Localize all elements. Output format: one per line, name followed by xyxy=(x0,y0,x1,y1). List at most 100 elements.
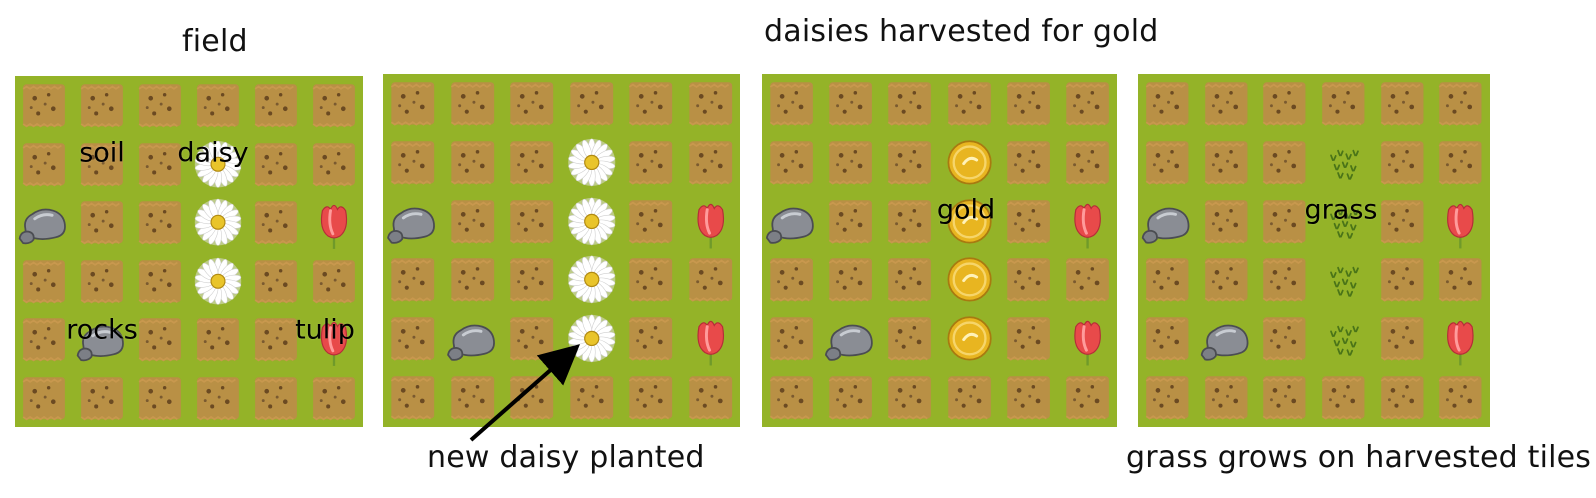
soil-tile xyxy=(762,133,821,192)
gold-coin-icon xyxy=(940,192,999,251)
soil-tile xyxy=(621,192,681,251)
soil-tile xyxy=(1431,368,1490,427)
soil-tile xyxy=(15,252,73,311)
soil-tile xyxy=(1197,250,1256,309)
tulip-icon xyxy=(681,192,741,251)
soil-tile xyxy=(502,368,562,427)
soil-tile xyxy=(1373,74,1432,133)
tulip-icon xyxy=(1431,192,1490,251)
soil-tile xyxy=(1058,250,1117,309)
soil-tile xyxy=(1138,368,1197,427)
soil-tile xyxy=(73,369,131,428)
soil-tile xyxy=(1197,74,1256,133)
soil-tile xyxy=(131,193,189,252)
new-daisy-panel xyxy=(383,74,740,427)
soil-tile xyxy=(1373,368,1432,427)
soil-tile xyxy=(1255,133,1314,192)
soil-tile xyxy=(1314,74,1373,133)
grass-panel xyxy=(1138,74,1490,427)
soil-tile xyxy=(443,250,503,309)
soil-tile xyxy=(1197,192,1256,251)
soil-tile xyxy=(247,369,305,428)
soil-tile xyxy=(15,369,73,428)
soil-tile xyxy=(880,192,939,251)
soil-tile xyxy=(621,133,681,192)
soil-tile xyxy=(15,135,73,194)
caption-grass-grows: grass grows on harvested tiles xyxy=(1126,440,1592,475)
soil-tile xyxy=(821,133,880,192)
soil-tile xyxy=(1138,250,1197,309)
soil-tile xyxy=(762,74,821,133)
soil-tile xyxy=(305,369,363,428)
rock-icon xyxy=(762,192,821,251)
soil-tile xyxy=(247,76,305,135)
grass-icon xyxy=(1314,192,1373,251)
soil-tile xyxy=(443,74,503,133)
soil-tile xyxy=(131,310,189,369)
soil-tile xyxy=(999,309,1058,368)
soil-tile xyxy=(189,369,247,428)
soil-tile xyxy=(502,250,562,309)
soil-tile xyxy=(999,133,1058,192)
soil-tile xyxy=(73,252,131,311)
soil-tile xyxy=(305,76,363,135)
tulip-icon xyxy=(1058,192,1117,251)
rock-icon xyxy=(821,309,880,368)
soil-tile xyxy=(999,192,1058,251)
soil-tile xyxy=(189,76,247,135)
tulip-icon xyxy=(305,193,363,252)
daisy-icon xyxy=(562,192,622,251)
rock-icon xyxy=(15,193,73,252)
soil-tile xyxy=(1431,133,1490,192)
soil-tile xyxy=(681,74,741,133)
tulip-icon xyxy=(681,309,741,368)
soil-tile xyxy=(247,193,305,252)
soil-tile xyxy=(999,74,1058,133)
soil-tile xyxy=(1314,368,1373,427)
soil-tile xyxy=(383,309,443,368)
soil-tile xyxy=(131,369,189,428)
soil-tile xyxy=(821,250,880,309)
soil-tile xyxy=(383,74,443,133)
daisy-icon xyxy=(189,252,247,311)
soil-tile xyxy=(502,133,562,192)
caption-new-daisy: new daisy planted xyxy=(427,440,705,475)
soil-tile xyxy=(383,368,443,427)
soil-tile xyxy=(621,250,681,309)
soil-tile xyxy=(562,368,622,427)
rock-icon xyxy=(443,309,503,368)
soil-tile xyxy=(681,133,741,192)
caption-daisies-harvested: daisies harvested for gold xyxy=(764,14,1159,49)
soil-tile xyxy=(73,76,131,135)
soil-tile xyxy=(1373,250,1432,309)
soil-tile xyxy=(1255,368,1314,427)
soil-tile xyxy=(621,74,681,133)
rock-icon xyxy=(383,192,443,251)
caption-field: field xyxy=(182,24,248,59)
soil-tile xyxy=(999,368,1058,427)
soil-tile xyxy=(1255,250,1314,309)
soil-tile xyxy=(383,133,443,192)
soil-tile xyxy=(443,192,503,251)
soil-tile xyxy=(502,309,562,368)
tulip-icon xyxy=(1058,309,1117,368)
daisy-icon xyxy=(562,133,622,192)
soil-tile xyxy=(880,133,939,192)
soil-tile xyxy=(189,310,247,369)
harvested-panel xyxy=(762,74,1117,427)
soil-tile xyxy=(247,135,305,194)
field-panel xyxy=(15,76,363,427)
soil-tile xyxy=(821,192,880,251)
rock-icon xyxy=(73,310,131,369)
soil-tile xyxy=(443,133,503,192)
soil-tile xyxy=(562,74,622,133)
soil-tile xyxy=(621,309,681,368)
soil-tile xyxy=(1058,74,1117,133)
soil-tile xyxy=(762,250,821,309)
soil-tile xyxy=(821,74,880,133)
soil-tile xyxy=(305,252,363,311)
grass-icon xyxy=(1314,309,1373,368)
soil-tile xyxy=(1255,192,1314,251)
soil-tile xyxy=(131,76,189,135)
daisy-icon xyxy=(562,309,622,368)
